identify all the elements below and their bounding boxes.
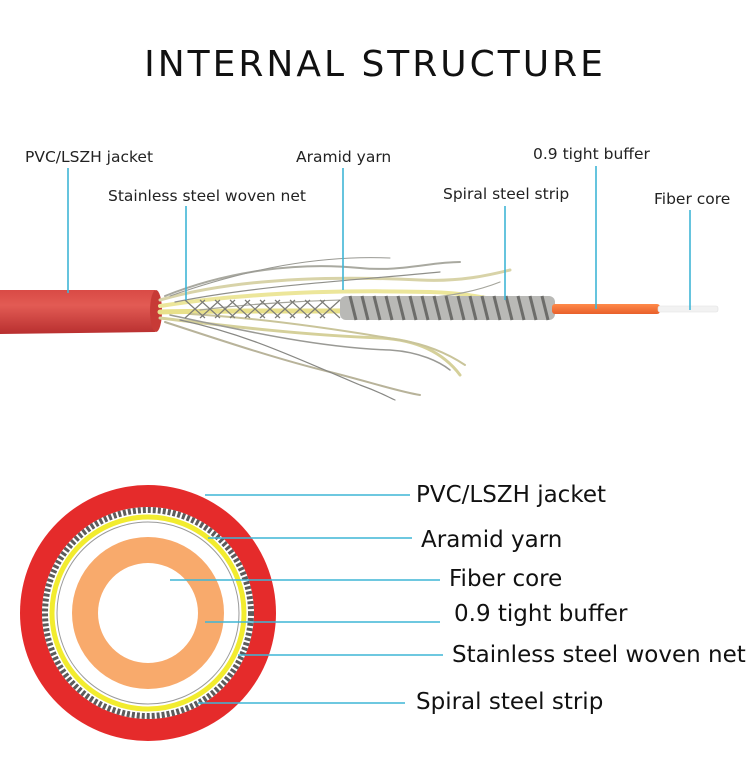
label-tight-buffer: 0.9 tight buffer — [533, 145, 650, 163]
cs-label-spiral-strip: Spiral steel strip — [416, 689, 604, 715]
cs-label-woven-net: Stainless steel woven net — [452, 642, 746, 668]
cs-label-pvc-jacket: PVC/LSZH jacket — [416, 482, 606, 508]
top-leader-lines — [67, 166, 691, 310]
tight-buffer — [552, 304, 660, 314]
cable-jacket — [0, 290, 159, 334]
cs-label-tight-buffer: 0.9 tight buffer — [454, 601, 628, 627]
label-aramid-yarn: Aramid yarn — [296, 148, 392, 166]
cross-section — [20, 485, 276, 741]
woven-net — [184, 299, 341, 319]
spiral-steel-strip — [340, 295, 555, 321]
fiber-core — [657, 305, 719, 313]
label-pvc-jacket: PVC/LSZH jacket — [25, 148, 154, 166]
cs-label-fiber-core: Fiber core — [449, 566, 563, 592]
label-spiral-strip: Spiral steel strip — [443, 185, 570, 203]
cs-label-aramid-yarn: Aramid yarn — [421, 527, 563, 553]
label-woven-net: Stainless steel woven net — [108, 187, 306, 205]
label-fiber-core: Fiber core — [654, 190, 731, 208]
aramid-fibers — [157, 257, 522, 401]
page-title: INTERNAL STRUCTURE — [144, 44, 606, 85]
bottom-leader-lines — [170, 494, 443, 704]
